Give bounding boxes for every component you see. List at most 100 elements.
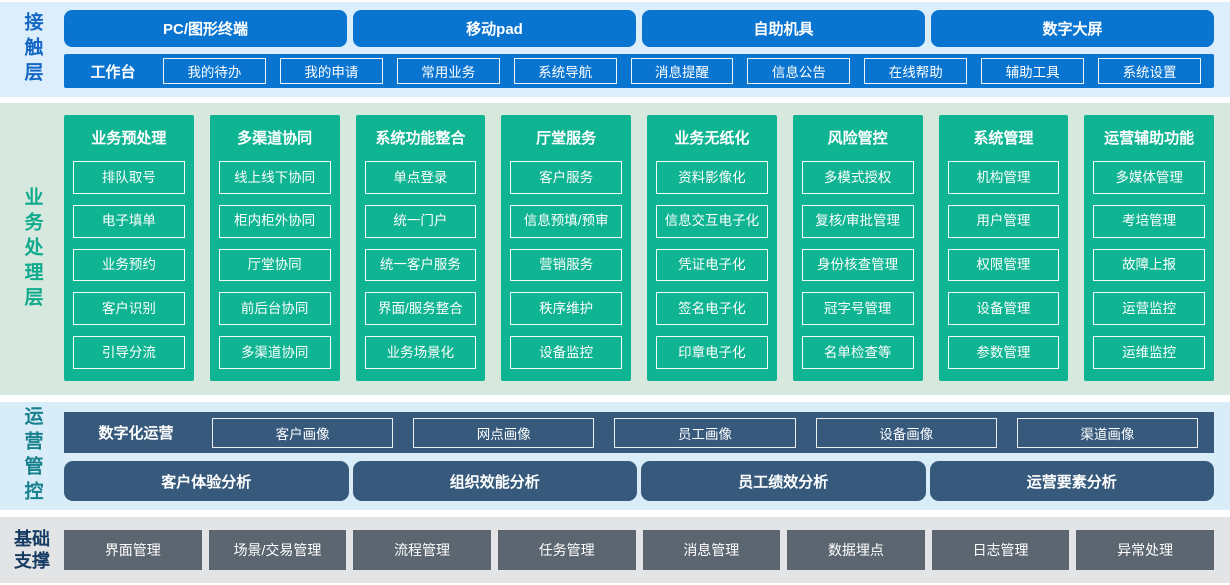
workbench-item[interactable]: 系统导航: [513, 58, 617, 84]
terminal-button[interactable]: PC/图形终端: [64, 10, 347, 47]
business-column-title: 系统管理: [973, 130, 1034, 147]
business-item[interactable]: 引导分流: [73, 336, 185, 369]
analysis-button[interactable]: 运营要素分析: [929, 461, 1214, 501]
business-item[interactable]: 秩序维护: [510, 292, 622, 326]
analysis-button[interactable]: 组织效能分析: [352, 461, 637, 501]
digital-ops-item[interactable]: 员工画像: [614, 417, 796, 448]
workbench-item[interactable]: 系统设置: [1098, 58, 1202, 84]
business-column-title: 系统功能整合: [375, 130, 466, 147]
business-item[interactable]: 信息预填/预审: [510, 204, 622, 238]
business-layer-band: 业务处理层 业务预处理排队取号电子填单业务预约客户识别引导分流多渠道协同 线上线下…: [0, 103, 1230, 395]
operations-layer-label-col: 运营管控: [0, 402, 64, 510]
business-item[interactable]: 参数管理: [947, 336, 1060, 369]
business-item[interactable]: 营销服务: [510, 248, 622, 282]
business-item[interactable]: 机构管理: [947, 161, 1060, 194]
terminal-button[interactable]: 自助机具: [642, 10, 925, 47]
business-item[interactable]: 资料影像化: [656, 161, 768, 194]
terminal-button[interactable]: 数字大屏: [931, 10, 1214, 47]
foundation-button[interactable]: 异常处理: [1076, 530, 1214, 570]
business-item[interactable]: 设备管理: [947, 292, 1060, 326]
business-item[interactable]: 统一门户: [364, 204, 477, 238]
foundation-button[interactable]: 数据埋点: [787, 530, 925, 570]
business-column-title: 风险管控: [827, 130, 888, 147]
business-layer-label-col: 业务处理层: [0, 103, 64, 395]
operations-layer-band: 运营管控 数字化运营 客户画像网点画像员工画像设备画像渠道画像 客户体验分析组织…: [0, 402, 1230, 510]
terminal-button[interactable]: 移动pad: [353, 10, 636, 47]
business-item[interactable]: 前后台协同: [218, 292, 331, 326]
workbench-item[interactable]: 信息公告: [747, 58, 851, 84]
foundation-layer-label: 基础支撑: [14, 528, 50, 572]
workbench-item[interactable]: 在线帮助: [864, 58, 968, 84]
business-item[interactable]: 用户管理: [947, 204, 1060, 238]
operations-content: 数字化运营 客户画像网点画像员工画像设备画像渠道画像 客户体验分析组织效能分析员…: [64, 402, 1230, 510]
operations-layer-label: 运营管控: [21, 406, 43, 506]
business-column-title: 业务预处理: [91, 130, 167, 147]
business-item[interactable]: 凭证电子化: [656, 248, 768, 282]
business-item[interactable]: 名单检查等: [801, 336, 914, 369]
digital-ops-items: 客户画像网点画像员工画像设备画像渠道画像: [202, 417, 1208, 448]
business-column: 运营辅助功能多媒体管理考培管理故障上报运营监控运维监控: [1084, 115, 1214, 381]
business-item[interactable]: 线上线下协同: [218, 161, 331, 194]
analysis-button[interactable]: 员工绩效分析: [641, 461, 926, 501]
business-item[interactable]: 厅堂协同: [218, 248, 331, 282]
business-item[interactable]: 电子填单: [73, 204, 185, 238]
business-item[interactable]: 柜内柜外协同: [218, 204, 331, 238]
business-item[interactable]: 业务场景化: [364, 336, 477, 369]
analysis-row: 客户体验分析组织效能分析员工绩效分析运营要素分析: [64, 461, 1214, 501]
workbench-item[interactable]: 我的申请: [279, 58, 383, 84]
business-item[interactable]: 单点登录: [364, 161, 477, 194]
workbench-item[interactable]: 常用业务: [396, 58, 500, 84]
business-column-title: 业务无纸化: [674, 130, 750, 147]
analysis-button[interactable]: 客户体验分析: [64, 461, 349, 501]
workbench-item[interactable]: 消息提醒: [630, 58, 734, 84]
business-item[interactable]: 多渠道协同: [218, 336, 331, 369]
business-item[interactable]: 排队取号: [73, 161, 185, 194]
foundation-button[interactable]: 任务管理: [497, 530, 636, 570]
foundation-button[interactable]: 界面管理: [64, 530, 202, 570]
business-item[interactable]: 信息交互电子化: [656, 204, 768, 238]
workbench-bar: 工作台 我的待办我的申请常用业务系统导航消息提醒信息公告在线帮助辅助工具系统设置: [64, 54, 1214, 88]
business-item[interactable]: 设备监控: [510, 336, 622, 369]
business-item[interactable]: 界面/服务整合: [364, 292, 477, 326]
foundation-button[interactable]: 流程管理: [353, 530, 491, 570]
foundation-items: 界面管理场景/交易管理流程管理任务管理消息管理数据埋点日志管理异常处理: [64, 517, 1230, 583]
business-column: 系统功能整合单点登录统一门户统一客户服务界面/服务整合业务场景化: [355, 115, 486, 381]
business-columns: 业务预处理排队取号电子填单业务预约客户识别引导分流多渠道协同 线上线下协同柜内柜外…: [64, 103, 1230, 395]
business-item[interactable]: 冠字号管理: [801, 292, 914, 326]
business-item[interactable]: 权限管理: [947, 248, 1060, 282]
business-item[interactable]: 运营监控: [1093, 292, 1205, 326]
business-column: 业务预处理排队取号电子填单业务预约客户识别引导分流: [64, 115, 194, 381]
foundation-button[interactable]: 日志管理: [931, 530, 1070, 570]
business-item[interactable]: 复核/审批管理: [801, 204, 914, 238]
business-column: 风险管控多模式授权复核/审批管理身份核查管理冠字号管理名单检查等: [792, 115, 923, 381]
foundation-button[interactable]: 场景/交易管理: [208, 530, 347, 570]
business-item[interactable]: 运维监控: [1093, 336, 1205, 369]
business-column: 业务无纸化资料影像化信息交互电子化凭证电子化签名电子化印章电子化: [647, 115, 777, 381]
business-item[interactable]: 多模式授权: [801, 161, 914, 194]
business-item[interactable]: 多媒体管理: [1093, 161, 1205, 194]
business-item[interactable]: 身份核查管理: [801, 248, 914, 282]
digital-ops-item[interactable]: 设备画像: [815, 417, 997, 448]
business-item[interactable]: 统一客户服务: [364, 248, 477, 282]
foundation-layer-label-col: 基础支撑: [0, 517, 64, 583]
digital-ops-item[interactable]: 渠道画像: [1016, 417, 1199, 448]
workbench-item[interactable]: 我的待办: [163, 58, 266, 84]
digital-ops-label: 数字化运营: [98, 425, 174, 442]
foundation-button[interactable]: 消息管理: [642, 530, 781, 570]
business-item[interactable]: 业务预约: [73, 248, 185, 282]
digital-ops-item[interactable]: 客户画像: [212, 417, 394, 448]
business-item[interactable]: 客户服务: [510, 161, 622, 194]
business-item[interactable]: 签名电子化: [656, 292, 768, 326]
business-item[interactable]: 印章电子化: [656, 336, 768, 369]
digital-ops-item[interactable]: 网点画像: [413, 417, 595, 448]
business-column-title: 运营辅助功能: [1104, 130, 1195, 147]
business-column: 多渠道协同线上线下协同柜内柜外协同厅堂协同前后台协同多渠道协同: [209, 115, 340, 381]
workbench-label: 工作台: [90, 63, 136, 81]
digital-ops-bar: 数字化运营 客户画像网点画像员工画像设备画像渠道画像: [64, 412, 1214, 453]
business-item[interactable]: 考培管理: [1093, 204, 1205, 238]
workbench-item[interactable]: 辅助工具: [981, 58, 1085, 84]
business-item[interactable]: 客户识别: [73, 292, 185, 326]
business-item[interactable]: 故障上报: [1093, 248, 1205, 282]
contact-layer-label: 接触层: [21, 12, 43, 87]
